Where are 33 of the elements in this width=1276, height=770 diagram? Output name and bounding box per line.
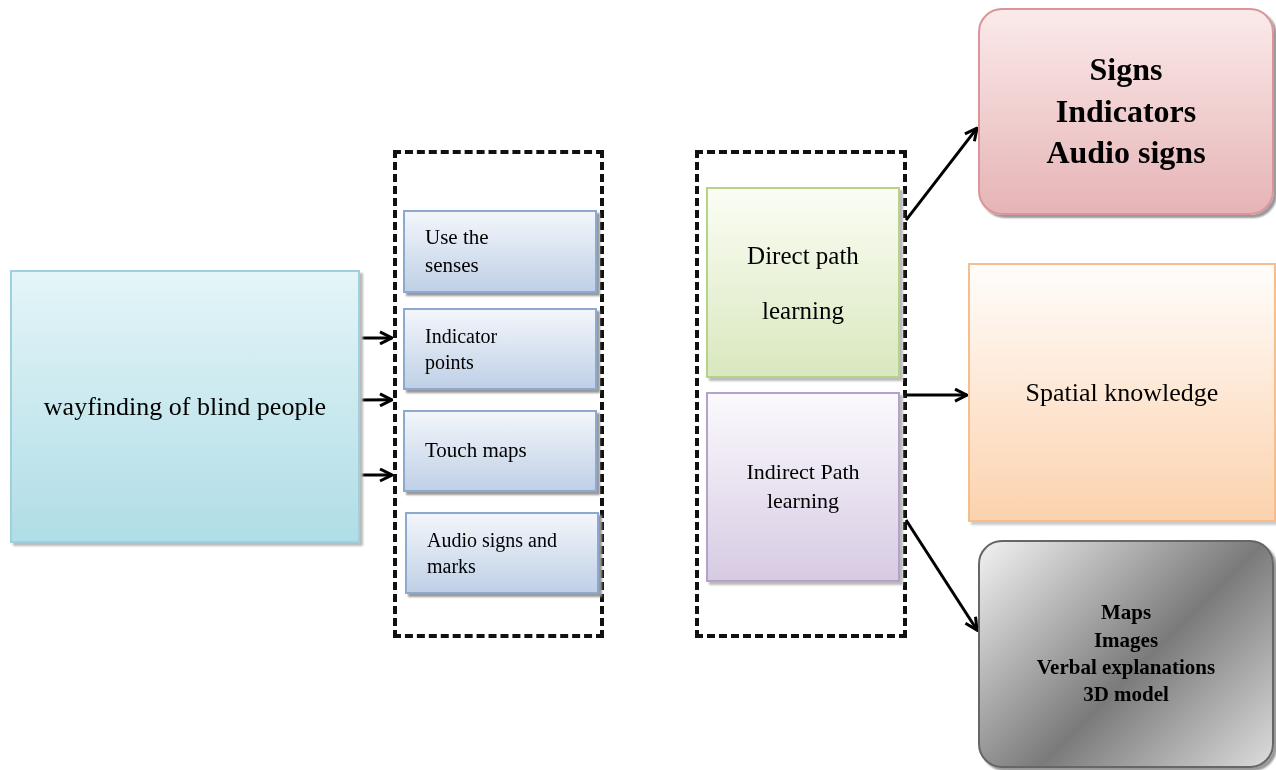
box-label: 3D model	[1083, 681, 1169, 709]
box-label: Maps	[1100, 599, 1152, 627]
box-label: Signs	[1089, 50, 1163, 90]
arrow	[906, 387, 969, 403]
topic-box	[10, 270, 360, 543]
dashed-group-frame	[695, 150, 907, 638]
arrow	[360, 392, 394, 408]
box-label: Audio signs and marks	[427, 528, 557, 579]
box-label: Indirect Path learning	[745, 458, 861, 515]
method-box	[405, 512, 599, 594]
box-label: Use the senses	[425, 224, 490, 279]
method-box	[403, 410, 597, 492]
box-label: Indicators	[1055, 91, 1197, 131]
result-box	[968, 263, 1276, 522]
box-label: Images	[1093, 626, 1159, 654]
dashed-group-frame	[393, 150, 604, 638]
arrow	[360, 330, 394, 346]
box-label: Spatial knowledge	[1025, 376, 1219, 409]
box-label: Direct path learning	[746, 240, 860, 326]
method-box	[403, 308, 597, 390]
arrow	[904, 519, 979, 632]
box-label: Touch maps	[425, 437, 527, 465]
result-box	[978, 540, 1274, 768]
arrow	[904, 126, 979, 221]
result-box	[978, 8, 1274, 215]
learning-box	[706, 187, 900, 378]
box-label: wayfinding of blind people	[43, 390, 327, 423]
learning-box	[706, 392, 900, 582]
method-box	[403, 210, 597, 293]
box-label: Indicator points	[425, 324, 499, 375]
box-label: Verbal explanations	[1036, 654, 1216, 681]
box-label: Audio signs	[1046, 133, 1206, 173]
arrow	[360, 467, 394, 483]
